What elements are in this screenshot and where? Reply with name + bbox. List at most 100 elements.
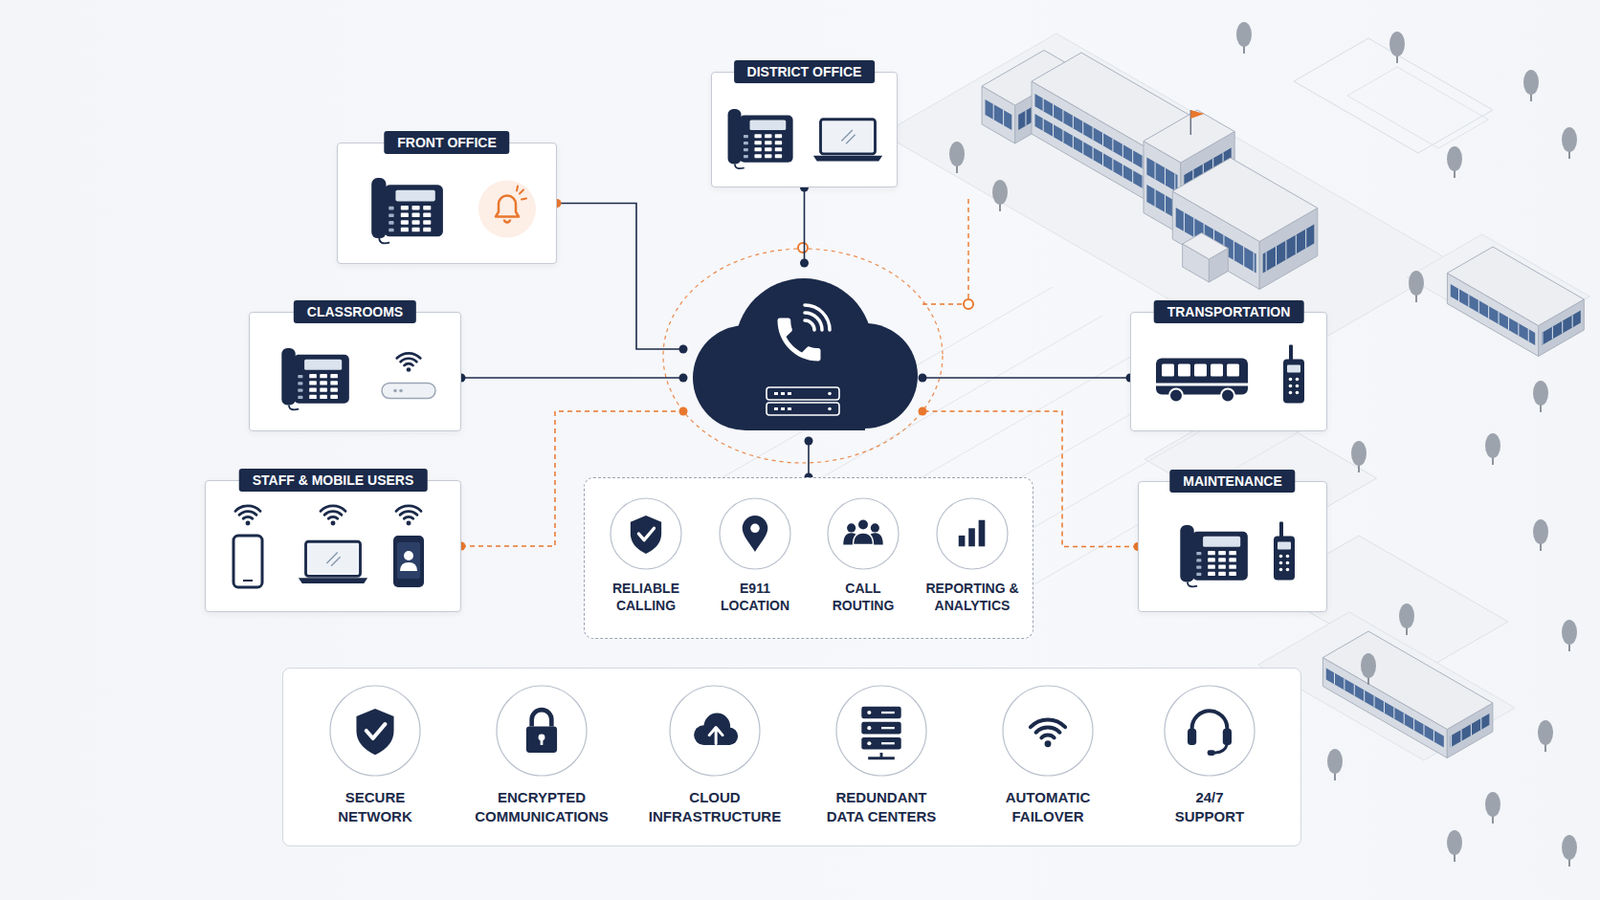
drawing-part [780,407,785,411]
window-mullion [1458,288,1460,302]
drawing-part [526,726,557,754]
drawing-part [516,186,527,200]
tree [1561,835,1578,867]
tree [1327,749,1343,781]
drawing-part [388,228,394,233]
drawing-part [804,320,815,331]
tree [1523,69,1539,102]
drawing-part [775,140,782,145]
drawing-part [750,119,787,131]
network-connector [803,187,806,264]
drawing-part [1228,565,1237,570]
laptop-icon [813,119,883,162]
ground-lot [1347,66,1489,149]
cloud-upload-icon [693,713,738,746]
drawing-part [400,227,409,233]
feature-circle: SECURE NETWORK [329,685,422,778]
window-mullion [1155,162,1156,180]
drawing-part [330,388,338,393]
drawing-part [774,392,778,396]
drawing-part [1286,568,1290,573]
drawing-part [1295,377,1300,382]
window-mullion [1413,719,1415,732]
connector-dot [679,407,689,417]
drawing-part [412,213,421,219]
feature-label: RELIABLE CALLING [598,579,694,615]
department-box: DISTRICT OFFICE [711,71,898,188]
feature-circle: AUTOMATIC FAILOVER [1001,685,1094,778]
drawing-part [1236,22,1252,47]
window-mullion [1423,725,1425,737]
window-mullion [1517,323,1519,336]
drawing-part [743,134,749,138]
drawing-part [1207,750,1216,756]
circle-outline [329,685,422,778]
drawing-part [400,205,409,211]
feature-panel: RELIABLE CALLINGE911 LOCATIONCALL ROUTIN… [583,477,1034,640]
drawing-part [1196,565,1201,569]
building-roof [1322,631,1493,731]
window-mullion [1528,329,1530,342]
drawing-part [304,359,342,371]
circle-outline [668,685,761,778]
drawing-part [297,388,303,392]
drawing-part [754,154,761,158]
drawing-part [331,521,336,527]
ground-lot [1293,38,1493,154]
window-band [1541,311,1581,346]
building-block [1322,631,1493,759]
feature-circle: ENCRYPTED COMMUNICATIONS [495,685,588,778]
window-mullion [1183,212,1185,232]
feature-label: SECURE NETWORK [327,788,423,826]
drawing-part [297,381,303,385]
window-mullion [1275,246,1277,267]
network-ring [663,248,943,464]
alert-bell-icon [478,180,536,239]
feature-circle: 24/7 SUPPORT [1163,685,1256,778]
lock-icon [526,710,557,754]
drawing-part [704,713,732,741]
window-mullion [1467,294,1469,308]
drawing-part [1561,835,1578,861]
wifi-icon [1030,720,1066,749]
feature-label: REDUNDANT DATA CENTERS [819,788,944,826]
drawing-part [293,355,350,404]
drawing-part [233,535,263,588]
drawing-part [540,738,544,746]
window-mullion [1403,713,1405,726]
drawing-part [1164,686,1255,777]
drawing-part [1533,380,1549,406]
drawing-part [384,184,444,237]
drawing-part [719,498,791,570]
drawing-part [235,506,261,512]
drawing-part [867,753,895,759]
drawing-part [243,579,253,582]
router-icon [381,383,436,400]
tree [1561,620,1578,652]
drawing-part [478,180,536,239]
tree [1360,653,1377,686]
drawing-part [403,551,414,561]
drawing-part [281,348,295,406]
wifi-icon [235,506,261,527]
drawing-part [1228,551,1237,556]
drawing-part [1041,734,1054,738]
circle-outline [1001,685,1094,778]
drawing-part [306,541,361,577]
drawing-part [949,141,965,167]
window-mullion [1305,229,1307,249]
wifi-icon [397,353,422,373]
cloud-phone-icon [777,318,822,362]
drawing-part [239,511,257,516]
drawing-part [720,728,738,746]
drawing-part [870,523,880,533]
drawing-part [742,515,769,553]
drawing-part [245,521,251,527]
cloud-outline [683,263,923,442]
window-mullion [1343,679,1345,691]
circle-outline [495,685,588,778]
connector-dot [804,437,814,446]
drawing-part [1399,603,1415,629]
tree [1485,433,1501,466]
feature-label: REPORTING & ANALYTICS [914,579,1030,615]
